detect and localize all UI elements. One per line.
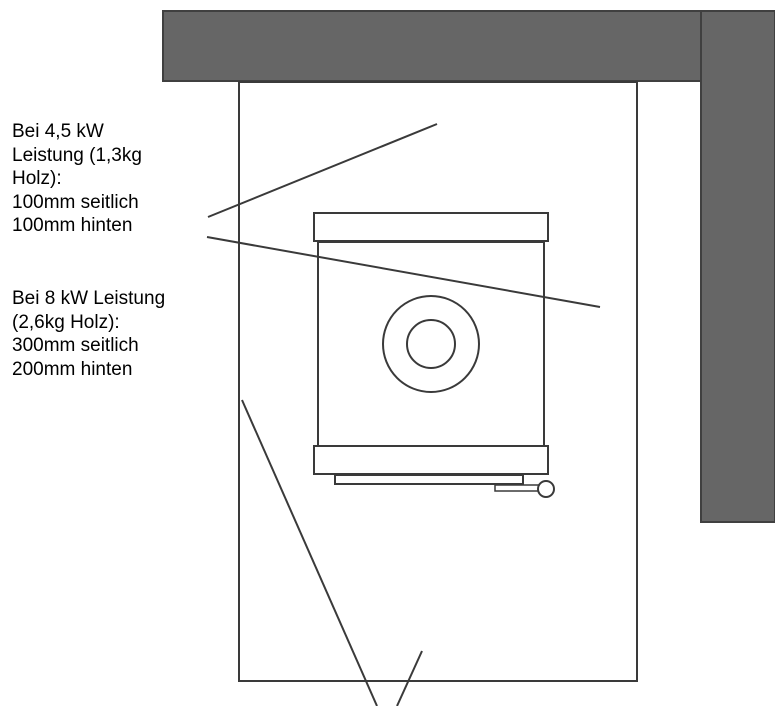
stove-bottom-cap	[313, 445, 549, 475]
clearance-note-large-output: Bei 8 kW Leistung (2,6kg Holz): 300mm se…	[12, 287, 165, 381]
leader-line-large-output-1	[241, 399, 378, 706]
stove	[313, 212, 555, 498]
door-handle-bar	[494, 484, 542, 492]
leader-line-small-output-2	[206, 236, 601, 308]
stove-ash-drawer	[334, 474, 524, 485]
floor-plate	[238, 81, 638, 682]
flue-pipe	[406, 319, 456, 369]
note-line: (2,6kg Holz):	[12, 311, 120, 333]
stove-body	[317, 241, 545, 449]
leader-line-large-output-2	[396, 650, 423, 706]
stove-top-cap	[313, 212, 549, 242]
door-handle-knob	[537, 480, 555, 498]
note-line: Bei 4,5 kW	[12, 121, 104, 142]
note-line: 100mm seitlich	[12, 191, 139, 213]
note-line: 200mm hinten	[12, 358, 133, 380]
note-line: Holz):	[12, 168, 62, 189]
note-line: Bei 8 kW Leistung	[12, 288, 166, 309]
note-line: 300mm seitlich	[12, 335, 139, 356]
note-line: 100mm hinten	[12, 215, 133, 236]
leader-line-small-output-1	[207, 123, 438, 218]
clearance-note-small-output: Bei 4,5 kW Leistung (1,3kg Holz): 100mm …	[12, 120, 142, 238]
side-wall	[700, 10, 775, 523]
rear-wall	[162, 10, 702, 82]
flue-outer-ring	[382, 295, 480, 393]
note-line: Leistung (1,3kg	[12, 144, 142, 166]
